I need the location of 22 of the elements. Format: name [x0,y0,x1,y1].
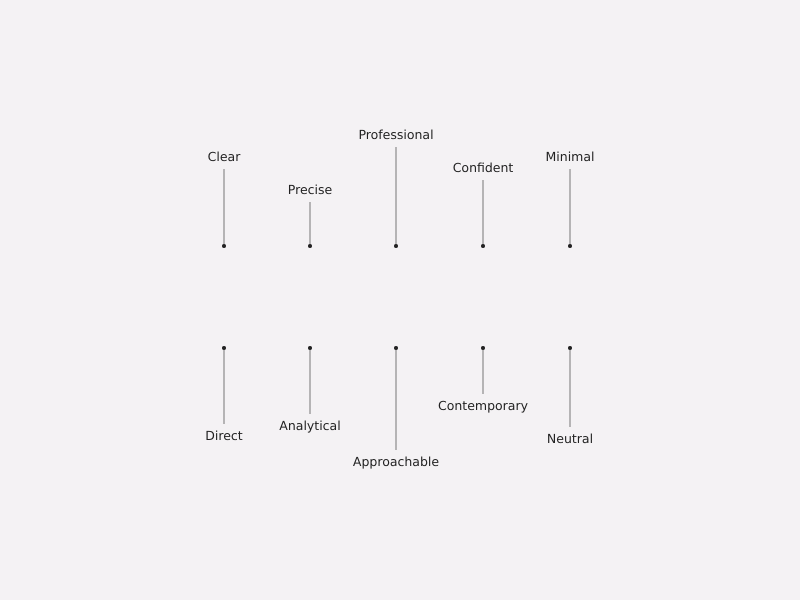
anchor-dot [222,244,226,248]
anchor-dot [481,346,485,350]
attribute-label: Approachable [352,454,440,470]
attribute-label: Contemporary [438,398,528,414]
attribute-label: Clear [208,149,240,165]
anchor-dot [394,346,398,350]
anchor-dot [568,244,572,248]
anchor-dot [394,244,398,248]
attribute-label: Analytical [279,418,341,434]
attribute-label: Precise [288,182,332,198]
attribute-label: Confident [452,160,514,176]
anchor-dot [308,244,312,248]
anchor-dot [222,346,226,350]
anchor-dot [481,244,485,248]
anchor-dot [308,346,312,350]
attribute-label: Direct [205,428,243,444]
leader-line [482,350,484,394]
attribute-label: Professional [358,127,434,143]
attribute-label: Neutral [546,431,594,447]
leader-line [482,180,484,244]
anchor-dot [568,346,572,350]
attribute-label: Minimal [546,149,594,165]
